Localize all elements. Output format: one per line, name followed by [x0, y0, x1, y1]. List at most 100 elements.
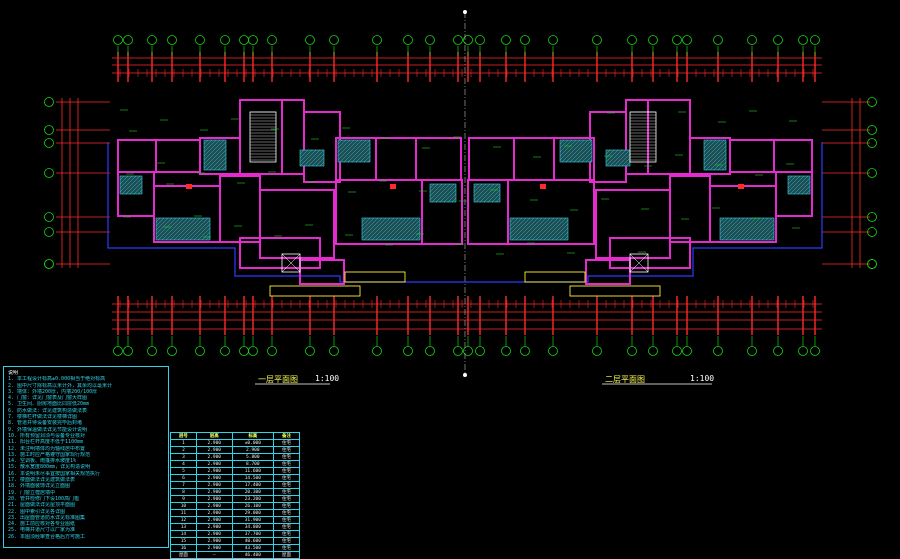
hatch-line [703, 145, 727, 169]
grid-bubble [682, 35, 692, 45]
hatch-line [361, 217, 379, 235]
table-cell: 2.900 [195, 544, 233, 552]
hatched-area [473, 183, 501, 203]
grid-bubble [248, 346, 258, 356]
grid-bubble [305, 35, 315, 45]
table-cell: 12 [170, 516, 197, 524]
hatch-line [473, 183, 483, 193]
hatch-line [371, 217, 395, 241]
hatch-line [561, 139, 585, 163]
table-cell: 2.900 [195, 453, 233, 461]
hatched-area [429, 183, 457, 203]
grid-bubble [220, 346, 230, 356]
room-wall [513, 137, 555, 181]
plan-left-scale: 1:100 [315, 374, 340, 383]
hatch-line [703, 139, 721, 157]
grid-bubble [867, 168, 877, 178]
table-cell: 住宅 [273, 467, 300, 475]
elevator-shaft [629, 253, 649, 273]
hatch-line [523, 217, 547, 241]
hatch-line [527, 217, 551, 241]
grid-bubble [747, 35, 757, 45]
hatch-line [625, 161, 631, 167]
hatch-line [181, 217, 205, 241]
table-cell: 7 [170, 481, 197, 489]
hatch-line [429, 183, 435, 189]
hatch-line [415, 235, 421, 241]
hatch-line [495, 197, 501, 203]
grid-bubble [113, 35, 123, 45]
note-line: 20. 管井检修门下设100高门槛 [8, 495, 80, 502]
hatch-line [753, 219, 775, 241]
table-cell: 8.700 [231, 460, 275, 468]
table-cell: — [195, 551, 233, 559]
hatch-line [155, 217, 169, 231]
table-cell: 43.500 [231, 544, 275, 552]
grid-bubble [44, 168, 54, 178]
hatch-line [299, 149, 305, 155]
hatch-line [559, 139, 581, 161]
center-axis-marker [463, 373, 467, 377]
grid-bubble [648, 35, 658, 45]
grid-bubble [305, 346, 315, 356]
hatch-line [429, 183, 447, 201]
grid-bubble [672, 35, 682, 45]
hatch-line [185, 217, 209, 241]
hatch-line [351, 143, 371, 163]
grid-bubble [798, 35, 808, 45]
table-cell: 2.900 [195, 516, 233, 524]
room-wall [259, 189, 335, 259]
hatch-line [703, 139, 713, 149]
hatch-line [443, 189, 457, 203]
grid-bubble [403, 35, 413, 45]
hatch-line [165, 217, 189, 241]
hatch-line [133, 185, 143, 195]
hatch-line [543, 217, 567, 241]
hatch-line [539, 217, 563, 241]
room-wall [609, 237, 691, 269]
table-cell: 2.900 [195, 509, 233, 517]
hatch-line [155, 217, 173, 235]
hatch-line [787, 175, 797, 185]
room-wall [155, 139, 201, 173]
hatch-line [509, 217, 523, 231]
note-line: 19. 门窗立樘居墙中 [8, 489, 56, 496]
hatch-line [605, 149, 615, 159]
room-wall [239, 237, 321, 269]
hatch-line [347, 139, 371, 163]
grid-bubble [147, 346, 157, 356]
hatch-line [491, 193, 501, 203]
grid-bubble [520, 35, 530, 45]
hatch-line [741, 217, 765, 241]
hatch-line [703, 139, 717, 153]
hatch-line [721, 165, 727, 171]
table-cell: 住宅 [273, 544, 300, 552]
hatch-line [337, 139, 351, 153]
hatch-line [789, 175, 809, 195]
hatch-line [197, 227, 211, 241]
hatch-line [473, 183, 479, 189]
table-cell: 2.900 [195, 523, 233, 531]
room-wall [415, 137, 462, 181]
grid-bubble [195, 346, 205, 356]
grid-bubble [372, 346, 382, 356]
hatch-line [787, 175, 805, 193]
grid-bubble [682, 346, 692, 356]
hatch-line [719, 217, 737, 235]
table-cell: 住宅 [273, 460, 300, 468]
hatch-line [363, 155, 371, 163]
grid-bubble [810, 35, 820, 45]
table-cell: 住宅 [273, 502, 300, 510]
hatch-line [531, 217, 555, 241]
hatch-line [509, 217, 531, 239]
hatch-line [805, 189, 811, 195]
table-header: 层高 [195, 432, 233, 440]
note-line: 2. 图中尺寸除标高以米计外，其余均以毫米计 [8, 382, 113, 389]
hatch-line [391, 217, 415, 241]
hatch-line [161, 217, 185, 241]
grid-bubble [44, 212, 54, 222]
table-cell: 住宅 [273, 523, 300, 531]
note-line: 12. 未注明墙体均为轴线居中布置 [8, 445, 86, 452]
